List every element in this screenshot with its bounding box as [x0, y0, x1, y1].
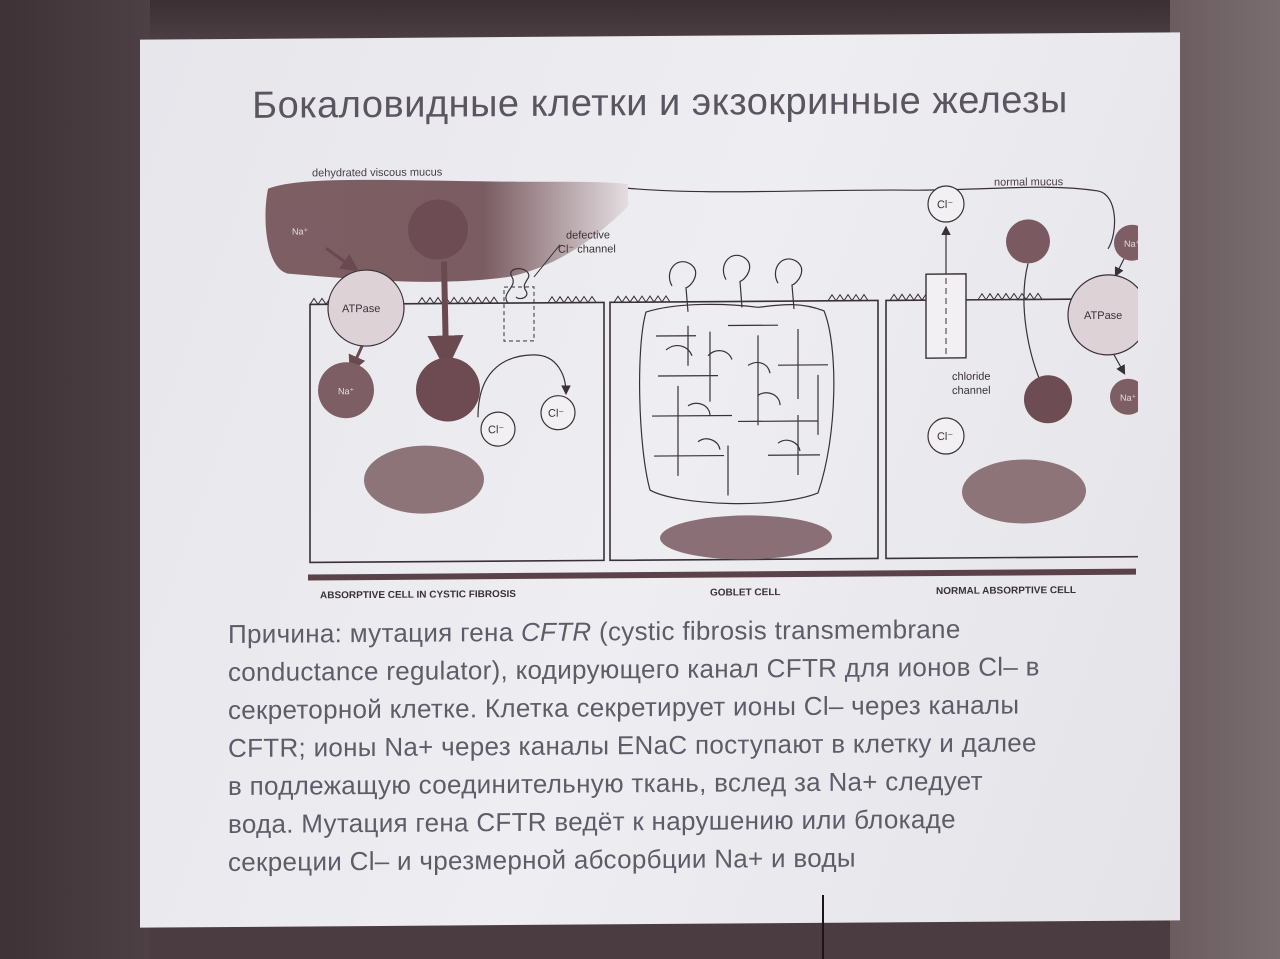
water-drop-mid-right [1024, 375, 1072, 424]
cf-cell-caption: ABSORPTIVE CELL IN CYSTIC FIBROSIS [320, 589, 516, 599]
cl-ion-right-bottom-label: Cl⁻ [937, 431, 953, 443]
body-line-4: CFTR; ионы Na+ через каналы ENaC поступа… [228, 727, 1037, 764]
defective-channel [505, 268, 530, 304]
chloride-channel-label-2: channel [952, 385, 991, 397]
body-line-1: Причина: мутация гена CFTR (cystic fibro… [228, 608, 1168, 653]
body-line-6: вода. Мутация гена CFTR ведёт к нарушени… [228, 803, 956, 840]
cell-diagram: dehydrated viscous mucus normal mucus Na… [258, 123, 1138, 599]
body-line-3: секреторной клетке. Клетка секретирует и… [228, 689, 1020, 726]
normal-cell-nucleus [962, 459, 1086, 524]
dehydrated-mucus-label: dehydrated viscous mucus [312, 167, 443, 180]
water-drop-top-right [1006, 219, 1050, 264]
atpase-left-label: ATPase [342, 303, 380, 315]
diagram-svg: dehydrated viscous mucus normal mucus Na… [265, 167, 1138, 599]
room-wall-right [1170, 0, 1280, 959]
screen-cable [822, 895, 824, 959]
cf-cell-outline [309, 301, 605, 564]
goblet-cell-outline [609, 299, 879, 562]
water-drop-mid-left [416, 357, 480, 422]
atpase-right-label: ATPase [1084, 310, 1122, 322]
cf-microvilli-3 [547, 295, 597, 304]
na-ion-mid-right [1110, 378, 1138, 415]
na-entry-arrow-right [1114, 258, 1125, 277]
body-line-7: секреции Cl– и чрезмерной абсорбции Na+ … [228, 842, 856, 878]
cf-microvilli-2 [417, 296, 499, 305]
na-ion-mid-right-label: Na⁺ [1120, 393, 1137, 403]
normal-cell-caption: NORMAL ABSORPTIVE CELL [936, 585, 1076, 597]
cl-ion-left-2-label: Cl⁻ [548, 408, 564, 420]
projected-slide: Бокаловидные клетки и экзокринные железы… [140, 32, 1180, 928]
goblet-cell-caption: GOBLET CELL [710, 587, 781, 598]
na-ion-top-left-label: Na⁺ [292, 226, 309, 236]
atpase-pump-right [1067, 274, 1138, 356]
na-ion-top-left [270, 200, 330, 261]
na-ion-mid-left [318, 362, 374, 419]
normal-cell-outline [885, 297, 1138, 560]
normal-mucus-label: normal mucus [994, 176, 1064, 188]
na-ion-top-right-label: Na⁺ [1124, 239, 1138, 249]
water-influx-arrow [427, 261, 464, 372]
body-line-2: conductance regulator), кодирующего кана… [228, 651, 1040, 688]
na-influx-arrow [325, 247, 359, 272]
goblet-microvilli-right [827, 293, 869, 302]
cl-ion-right-top [927, 185, 965, 223]
defective-channel-label-2: Cl⁻ channel [558, 243, 616, 255]
slide-title: Бокаловидные клетки и экзокринные железы [252, 79, 1068, 127]
cl-ion-left-1-label: Cl⁻ [488, 424, 504, 436]
cl-ion-right-top-label: Cl⁻ [937, 199, 953, 211]
cl-recycle-arrow [477, 354, 571, 418]
cl-ion-left-2 [540, 395, 576, 431]
defective-channel-label-1: defective [566, 229, 610, 241]
defective-channel-pointer [533, 244, 561, 278]
normal-microvilli-mid [977, 292, 1043, 301]
body-line-1b: (cystic fibrosis transmembrane [591, 613, 961, 647]
room-wall-left [0, 0, 150, 959]
defective-channel-box [503, 286, 535, 342]
chloride-channel [925, 273, 967, 359]
cl-ion-left-1 [480, 411, 516, 447]
goblet-microvilli-left [613, 295, 671, 304]
basement-membrane [308, 568, 1136, 581]
na-ion-mid-left-label: Na⁺ [338, 386, 355, 396]
na-ion-top-right [1114, 224, 1138, 261]
atpase-pump-left [327, 269, 405, 347]
water-drop-left [408, 199, 468, 260]
water-absorption-arrow [1023, 263, 1044, 388]
cl-ion-right-bottom [927, 417, 965, 455]
slide-body-text: Причина: мутация гена CFTR (cystic fibro… [228, 608, 1168, 881]
cf-cell-nucleus [364, 445, 484, 514]
goblet-cell-nucleus [660, 515, 832, 560]
body-line-1-gene: CFTR [520, 616, 592, 647]
normal-mucus-surface [627, 186, 1116, 250]
body-line-1a: Причина: мутация гена [228, 616, 521, 650]
body-line-5: в подлежащую соединительную ткань, вслед… [228, 765, 983, 802]
goblet-mucus-granules [638, 254, 835, 505]
na-pump-arrow-right [1113, 354, 1126, 375]
chloride-channel-label-1: chloride [952, 371, 991, 383]
